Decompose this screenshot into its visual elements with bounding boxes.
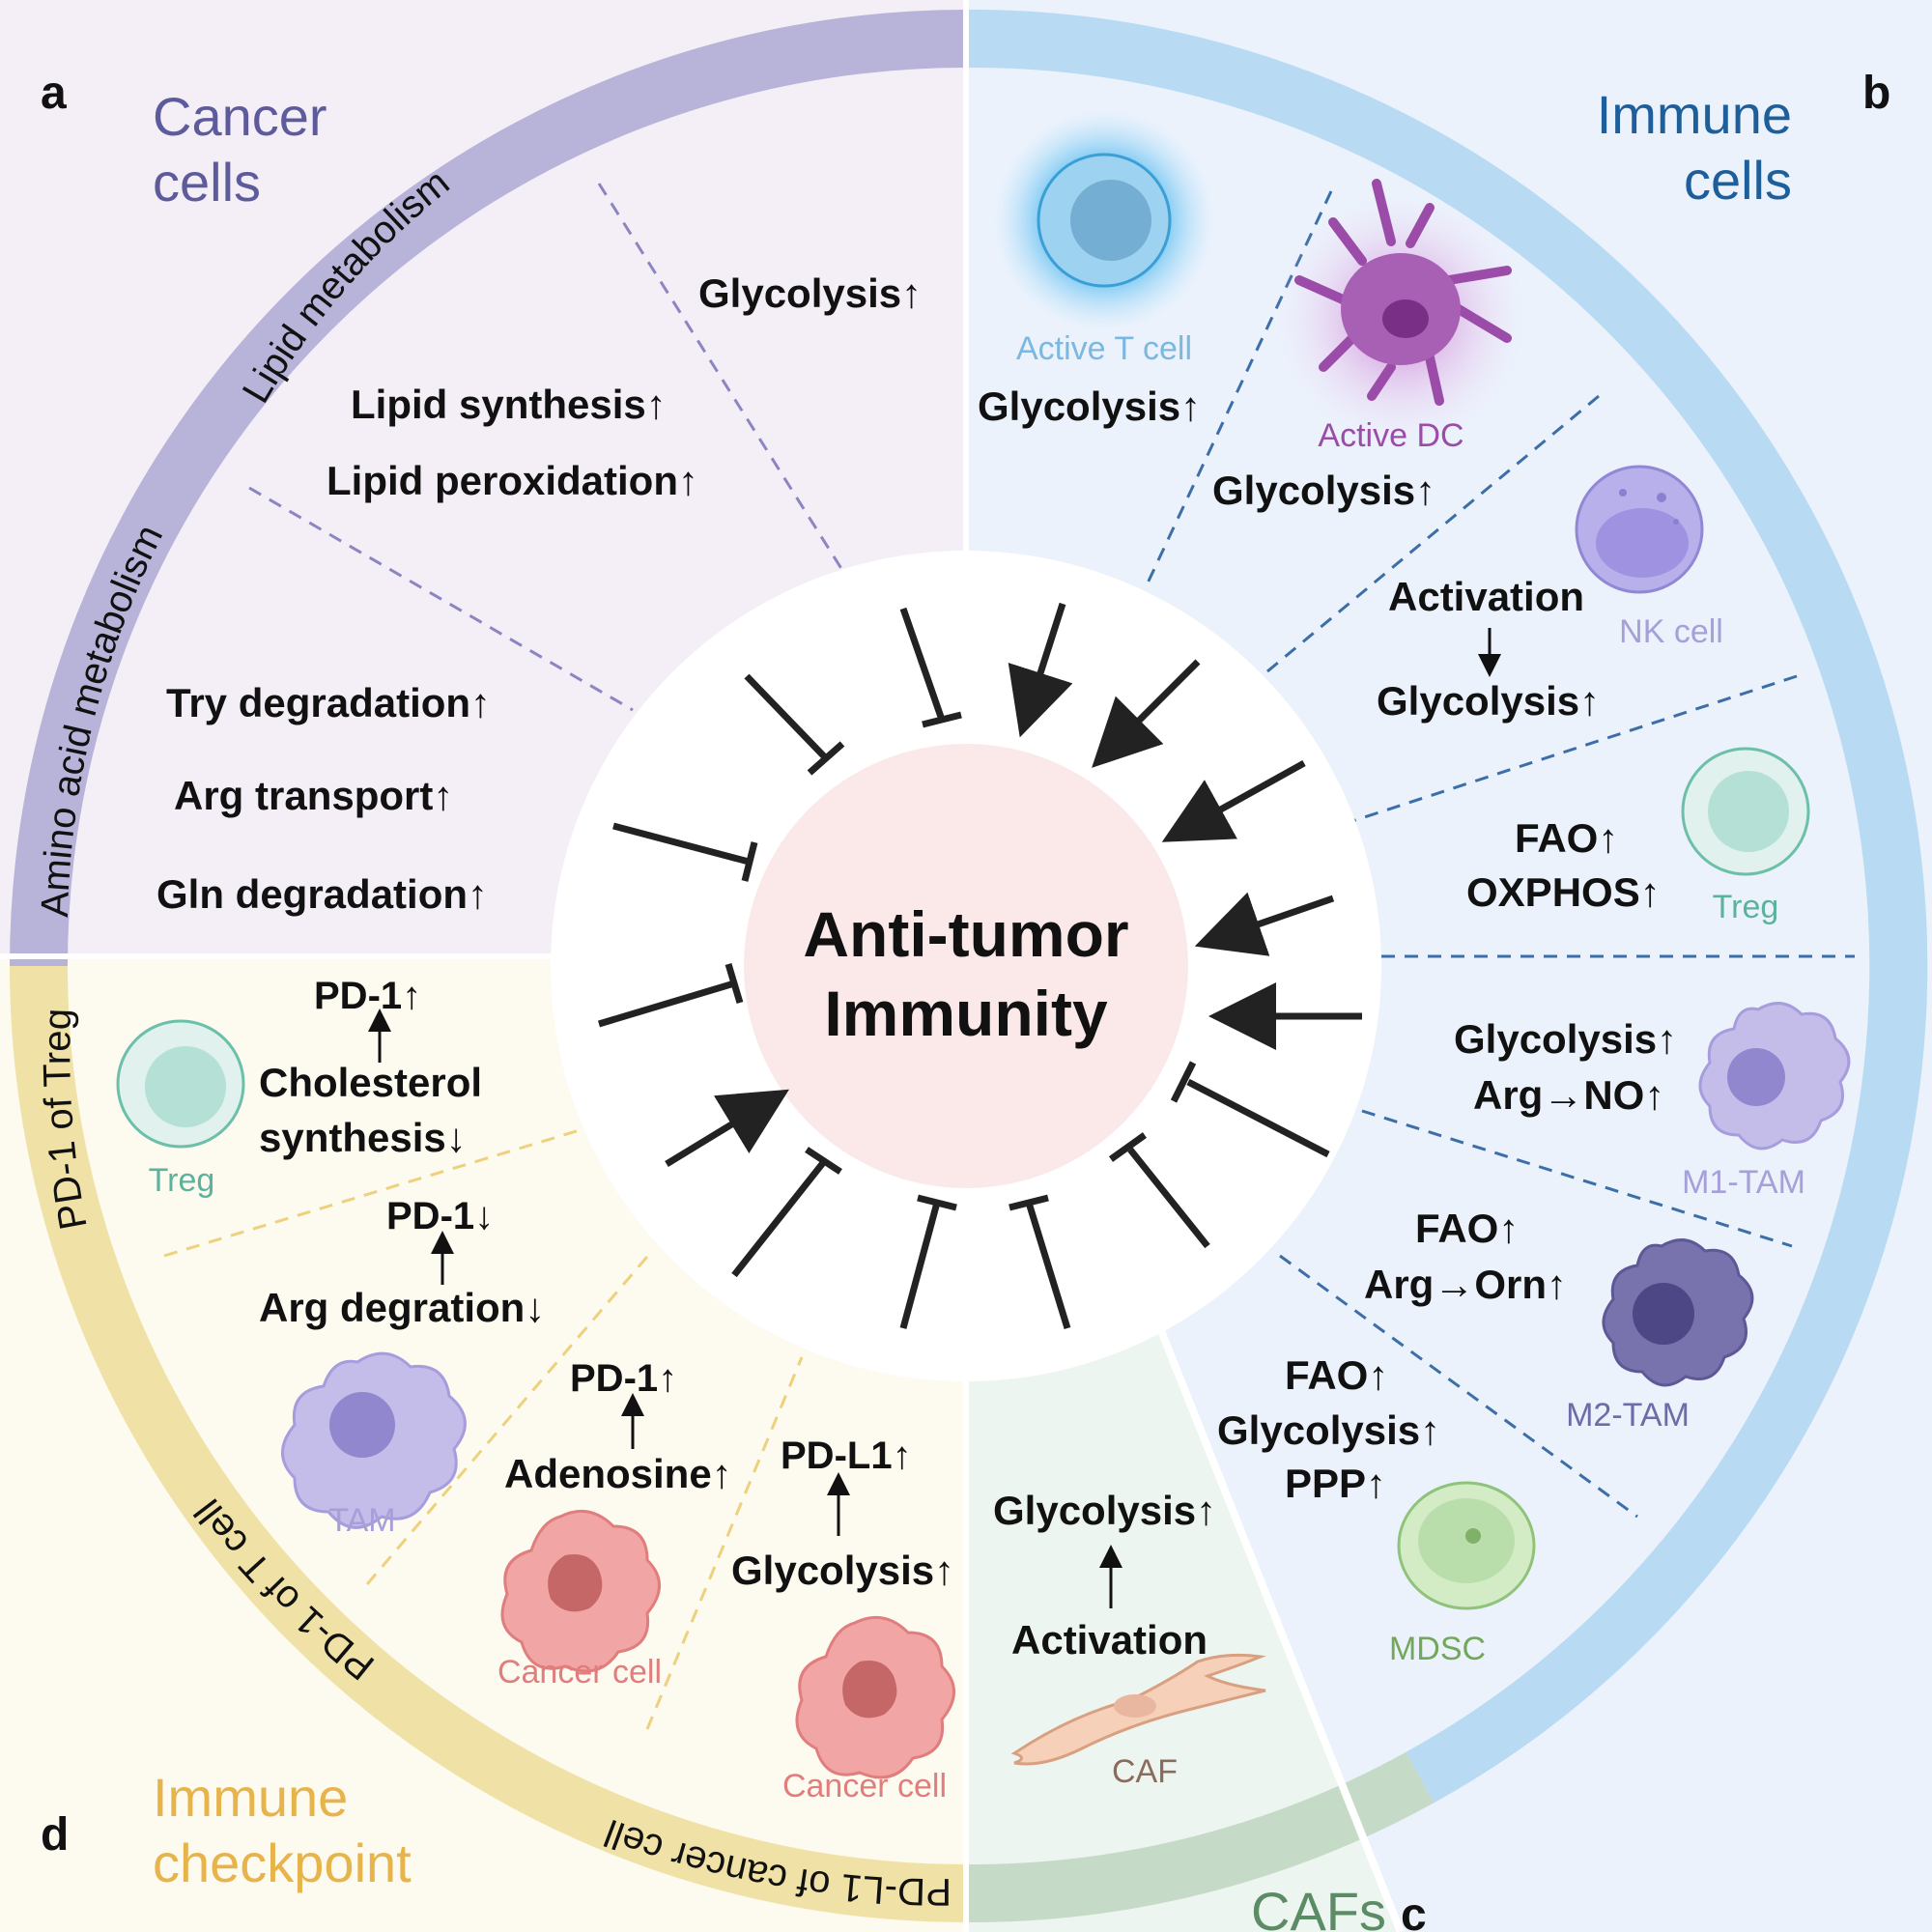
m2-tam-icon: [1602, 1238, 1754, 1387]
m1-glycolysis: Glycolysis↑: [1454, 1016, 1677, 1062]
immune-title-line2: cells: [1684, 150, 1792, 211]
m2-arg-orn: Arg→Orn↑: [1364, 1262, 1567, 1307]
nk-glycolysis: Glycolysis↑: [1377, 678, 1600, 724]
panel-letter-a: a: [41, 68, 67, 119]
center-title-line2: Immunity: [824, 978, 1108, 1049]
center-title-line1: Anti-tumor: [803, 898, 1128, 970]
dc-label: Active DC: [1318, 417, 1463, 454]
inhibition-arrow: [1108, 1132, 1210, 1249]
immune-title-line1: Immune: [1597, 84, 1792, 145]
cancer-lipid-synthesis: Lipid synthesis↑: [351, 382, 667, 427]
stimulation-arrow: [1092, 659, 1201, 768]
inhibition-arrow: [1170, 1061, 1330, 1158]
inhibition-arrow: [612, 822, 758, 882]
treg-label-immune: Treg: [1713, 889, 1779, 925]
cancer2-glycolysis: Glycolysis↑: [731, 1548, 954, 1593]
caf-glycolysis: Glycolysis↑: [993, 1488, 1216, 1533]
cancer2-pdl1: PD-L1↑: [781, 1435, 912, 1477]
panel-letter-d: d: [41, 1809, 69, 1861]
t-cell-glycolysis: Glycolysis↑: [978, 384, 1201, 429]
m1-tam-label: M1-TAM: [1682, 1164, 1805, 1201]
inhibition-arrow: [1009, 1194, 1071, 1330]
dividers: [1151, 1312, 1405, 1932]
m2-fao: FAO↑: [1415, 1206, 1519, 1251]
active-dc-icon: [1275, 179, 1526, 444]
inhibition-arrow: [744, 673, 845, 776]
cancer-cell-2-label: Cancer cell: [782, 1768, 947, 1804]
outer-rings: [10, 9, 1928, 1923]
t-cell-label: Active T cell: [1016, 330, 1192, 367]
effect-arrows: [597, 602, 1362, 1330]
caf-quadrant-bg: [966, 1314, 1396, 1932]
cancer-title-line1: Cancer: [153, 86, 327, 147]
cancer-arg-transport: Arg transport↑: [174, 773, 453, 818]
stimulation-arrow: [1161, 759, 1306, 842]
inhibition-arrow: [899, 1194, 957, 1329]
panel-letter-c: c: [1401, 1889, 1427, 1932]
cancer-glycolysis: Glycolysis↑: [698, 270, 922, 316]
inhibition-arrow: [731, 1147, 842, 1278]
m2-tam-label: M2-TAM: [1566, 1397, 1690, 1434]
tam-icon: [281, 1351, 467, 1529]
caf-activation: Activation: [1011, 1617, 1208, 1662]
nk-activation: Activation: [1388, 574, 1584, 619]
center-circle: [744, 744, 1188, 1188]
inhibition-arrow: [899, 607, 962, 728]
mdsc-ppp: PPP↑: [1285, 1461, 1386, 1506]
treg-oxphos: OXPHOS↑: [1466, 869, 1661, 915]
active-t-cell-icon: [993, 109, 1215, 331]
cancer1-pd1: PD-1↑: [570, 1357, 677, 1400]
dc-glycolysis: Glycolysis↑: [1212, 468, 1435, 513]
treg-pd1: PD-1↑: [314, 975, 421, 1017]
m1-tam-icon: [1698, 1002, 1851, 1151]
mdsc-fao: FAO↑: [1285, 1352, 1388, 1398]
caf-ring: [965, 1751, 1435, 1923]
mdsc-label: MDSC: [1389, 1631, 1486, 1667]
mdsc-glycolysis: Glycolysis↑: [1217, 1407, 1440, 1453]
treg-cholesterol: Cholesterol: [259, 1060, 482, 1105]
cancer-try-degradation: Try degradation↑: [166, 680, 491, 725]
panel-letter-b: b: [1862, 68, 1890, 119]
cancer-cell-1-label: Cancer cell: [497, 1654, 662, 1690]
stimulation-arrow: [665, 1089, 789, 1167]
dashed-sector-lines: [163, 183, 1855, 1730]
stimulation-arrow: [1008, 602, 1073, 738]
stimulation-arrow: [1194, 892, 1335, 956]
treg-icon-checkpoint: [116, 1019, 245, 1149]
caf-title: CAFs: [1251, 1881, 1386, 1932]
cancer-gln-degradation: Gln degradation↑: [156, 871, 488, 917]
tam-pd1: PD-1↓: [386, 1195, 494, 1237]
treg-synthesis: synthesis↓: [259, 1115, 467, 1160]
tam-label: TAM: [328, 1502, 395, 1539]
cancer-cell-icon: [500, 1509, 661, 1673]
nk-cell-icon: [1575, 465, 1704, 594]
caf-label: CAF: [1112, 1753, 1178, 1790]
caf-icon: [1010, 1653, 1266, 1766]
treg-icon-immune: [1681, 747, 1810, 876]
cancer-title-line2: cells: [153, 152, 261, 213]
tam-arg-degration: Arg degration↓: [259, 1285, 545, 1330]
cancer-ring: [10, 10, 967, 967]
treg-fao: FAO↑: [1515, 815, 1618, 861]
m1-arg-no: Arg→NO↑: [1473, 1072, 1664, 1118]
cancer-cell-icon: [795, 1615, 955, 1779]
inhibition-arrow: [597, 962, 744, 1028]
treg-label-checkpoint: Treg: [149, 1162, 215, 1199]
mdsc-icon: [1397, 1481, 1536, 1610]
checkpoint-title-line2: checkpoint: [153, 1833, 412, 1893]
immune-ring: [965, 9, 1928, 1804]
cancer1-adenosine: Adenosine↑: [504, 1451, 732, 1496]
nk-label: NK cell: [1619, 613, 1723, 650]
checkpoint-title-line1: Immune: [153, 1767, 348, 1828]
checkpoint-ring: [10, 965, 967, 1922]
cancer-lipid-peroxidation: Lipid peroxidation↑: [327, 458, 698, 503]
